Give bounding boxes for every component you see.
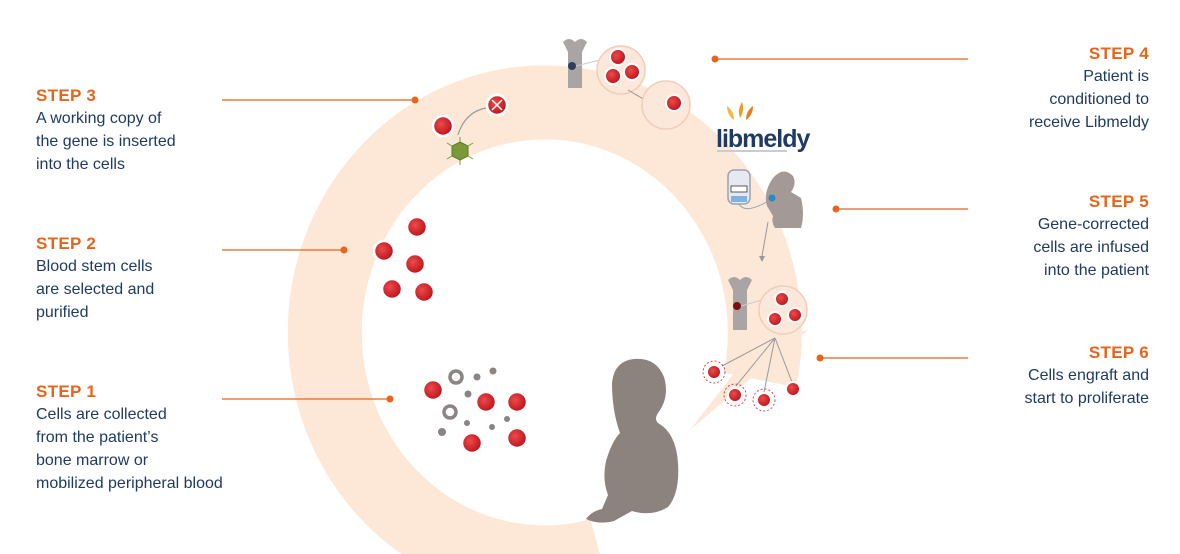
red-cell-icon xyxy=(474,390,498,414)
bone-marrow-extraction-illustration xyxy=(563,39,691,130)
ring-cell-icon xyxy=(448,369,464,385)
red-cell-icon xyxy=(505,390,529,414)
step6-description: Cells engraft and start to proliferate xyxy=(1025,364,1150,410)
connector-lines xyxy=(222,58,968,400)
small-cell-icon xyxy=(438,428,446,436)
step5-title: STEP 5 xyxy=(1088,192,1149,211)
connector-dot-step4 xyxy=(711,55,719,63)
step3-line: the gene is inserted xyxy=(36,133,176,150)
corrected-cell-icon xyxy=(767,311,783,327)
connector-dot-step5 xyxy=(832,205,840,213)
engrafted-cell-icon xyxy=(785,381,801,397)
step6-title: STEP 6 xyxy=(1088,343,1149,362)
red-cell-icon xyxy=(412,280,436,304)
step2-block: STEP 2 Blood stem cells are selected and… xyxy=(36,232,154,324)
step5-line: Gene-corrected xyxy=(1037,216,1149,233)
viral-vector-icon xyxy=(451,141,469,161)
red-cell-icon xyxy=(372,239,396,263)
small-cell-icon xyxy=(464,390,472,398)
logo-wordmark: libmeldy xyxy=(716,125,811,153)
step4-description: Patient is conditioned to receive Libmel… xyxy=(1029,65,1149,134)
red-cell-icon xyxy=(623,63,641,81)
step4-line: conditioned to xyxy=(1049,91,1149,108)
engrafted-cell-icon xyxy=(727,387,743,403)
corrected-cell-icon xyxy=(787,307,803,323)
step1-title: STEP 1 xyxy=(36,382,97,401)
small-cell-icon xyxy=(489,367,497,375)
libmeldy-logo: libmeldy xyxy=(716,102,812,153)
small-cell-icon xyxy=(489,424,495,430)
step6-block: STEP 6 Cells engraft and start to prolif… xyxy=(1025,341,1150,410)
red-cell-icon xyxy=(431,114,455,138)
connector-dots xyxy=(340,55,840,403)
step1-line: mobilized peripheral blood xyxy=(36,475,223,492)
red-cell-icon xyxy=(505,426,529,450)
red-cell-icon xyxy=(380,277,404,301)
red-cell-icon xyxy=(421,378,445,402)
step5-line: cells are infused xyxy=(1033,239,1149,256)
red-cell-icon xyxy=(460,431,484,455)
step4-line: Patient is xyxy=(1083,68,1149,85)
step1-description: Cells are collected from the patient’s b… xyxy=(36,403,223,495)
step3-line: into the cells xyxy=(36,156,125,173)
child-silhouette-icon xyxy=(586,358,679,523)
step1-block: STEP 1 Cells are collected from the pati… xyxy=(36,380,223,495)
step1-line: Cells are collected xyxy=(36,406,167,423)
step3-gene-insertion-illustration xyxy=(431,93,509,165)
red-cell-icon xyxy=(405,215,429,239)
engrafted-cell-icon xyxy=(756,392,772,408)
step4-title: STEP 4 xyxy=(1088,44,1149,63)
infusion-illustration xyxy=(727,169,803,262)
red-cell-icon xyxy=(609,48,627,66)
ring-cell-icon xyxy=(442,404,458,420)
step5-line: into the patient xyxy=(1044,262,1149,279)
step4-line: receive Libmeldy xyxy=(1028,114,1149,131)
red-cell-icon xyxy=(665,94,683,112)
step2-cells-illustration xyxy=(372,215,436,304)
corrected-cell-icon xyxy=(774,291,790,307)
step1-line: from the patient’s xyxy=(36,429,159,446)
small-cell-icon xyxy=(504,416,510,422)
connector-dot-step2 xyxy=(340,246,348,254)
small-cell-icon xyxy=(464,420,470,426)
connector-dot-step1 xyxy=(386,395,394,403)
engrafted-cell-icon xyxy=(706,364,722,380)
step2-description: Blood stem cells are selected and purifi… xyxy=(36,255,154,324)
step2-line: Blood stem cells xyxy=(36,258,153,275)
small-cell-icon xyxy=(473,373,481,381)
step6-line: start to proliferate xyxy=(1024,390,1150,407)
step3-block: STEP 3 A working copy of the gene is ins… xyxy=(36,84,176,176)
step2-title: STEP 2 xyxy=(36,234,97,253)
cycle-ring xyxy=(287,65,808,554)
step3-description: A working copy of the gene is inserted i… xyxy=(36,107,176,176)
red-cell-icon xyxy=(604,67,622,85)
step1-line: bone marrow or xyxy=(36,452,149,469)
step3-title: STEP 3 xyxy=(36,86,97,105)
step5-description: Gene-corrected cells are infused into th… xyxy=(1033,213,1149,282)
connector-dot-step3 xyxy=(411,96,419,104)
step1-cells-illustration xyxy=(421,367,529,455)
step4-block: STEP 4 Patient is conditioned to receive… xyxy=(1029,42,1149,134)
step6-line: Cells engraft and xyxy=(1028,367,1149,384)
connector-dot-step6 xyxy=(816,354,824,362)
step5-block: STEP 5 Gene-corrected cells are infused … xyxy=(1033,190,1149,282)
red-cell-icon xyxy=(403,252,427,276)
step2-line: purified xyxy=(36,304,89,321)
step2-line: are selected and xyxy=(36,281,155,298)
sitting-child-silhouette-icon xyxy=(765,171,803,228)
step3-line: A working copy of xyxy=(36,110,162,127)
engraftment-illustration xyxy=(702,277,808,412)
